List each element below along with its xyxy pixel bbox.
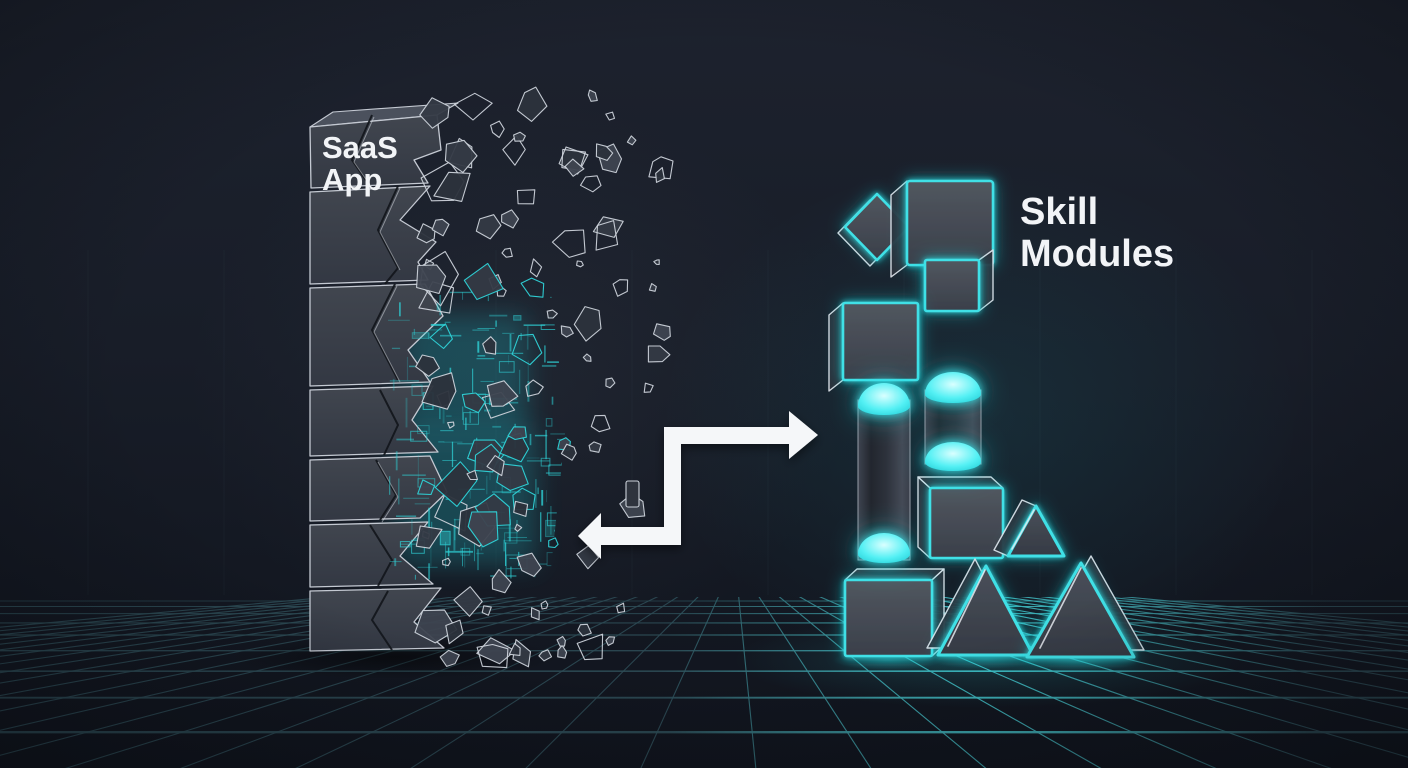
illustration-stage: SaaS App [0,0,1408,768]
vignette [0,0,1408,768]
saas-to-skill-modules-illustration: SaaS App [0,0,1408,768]
